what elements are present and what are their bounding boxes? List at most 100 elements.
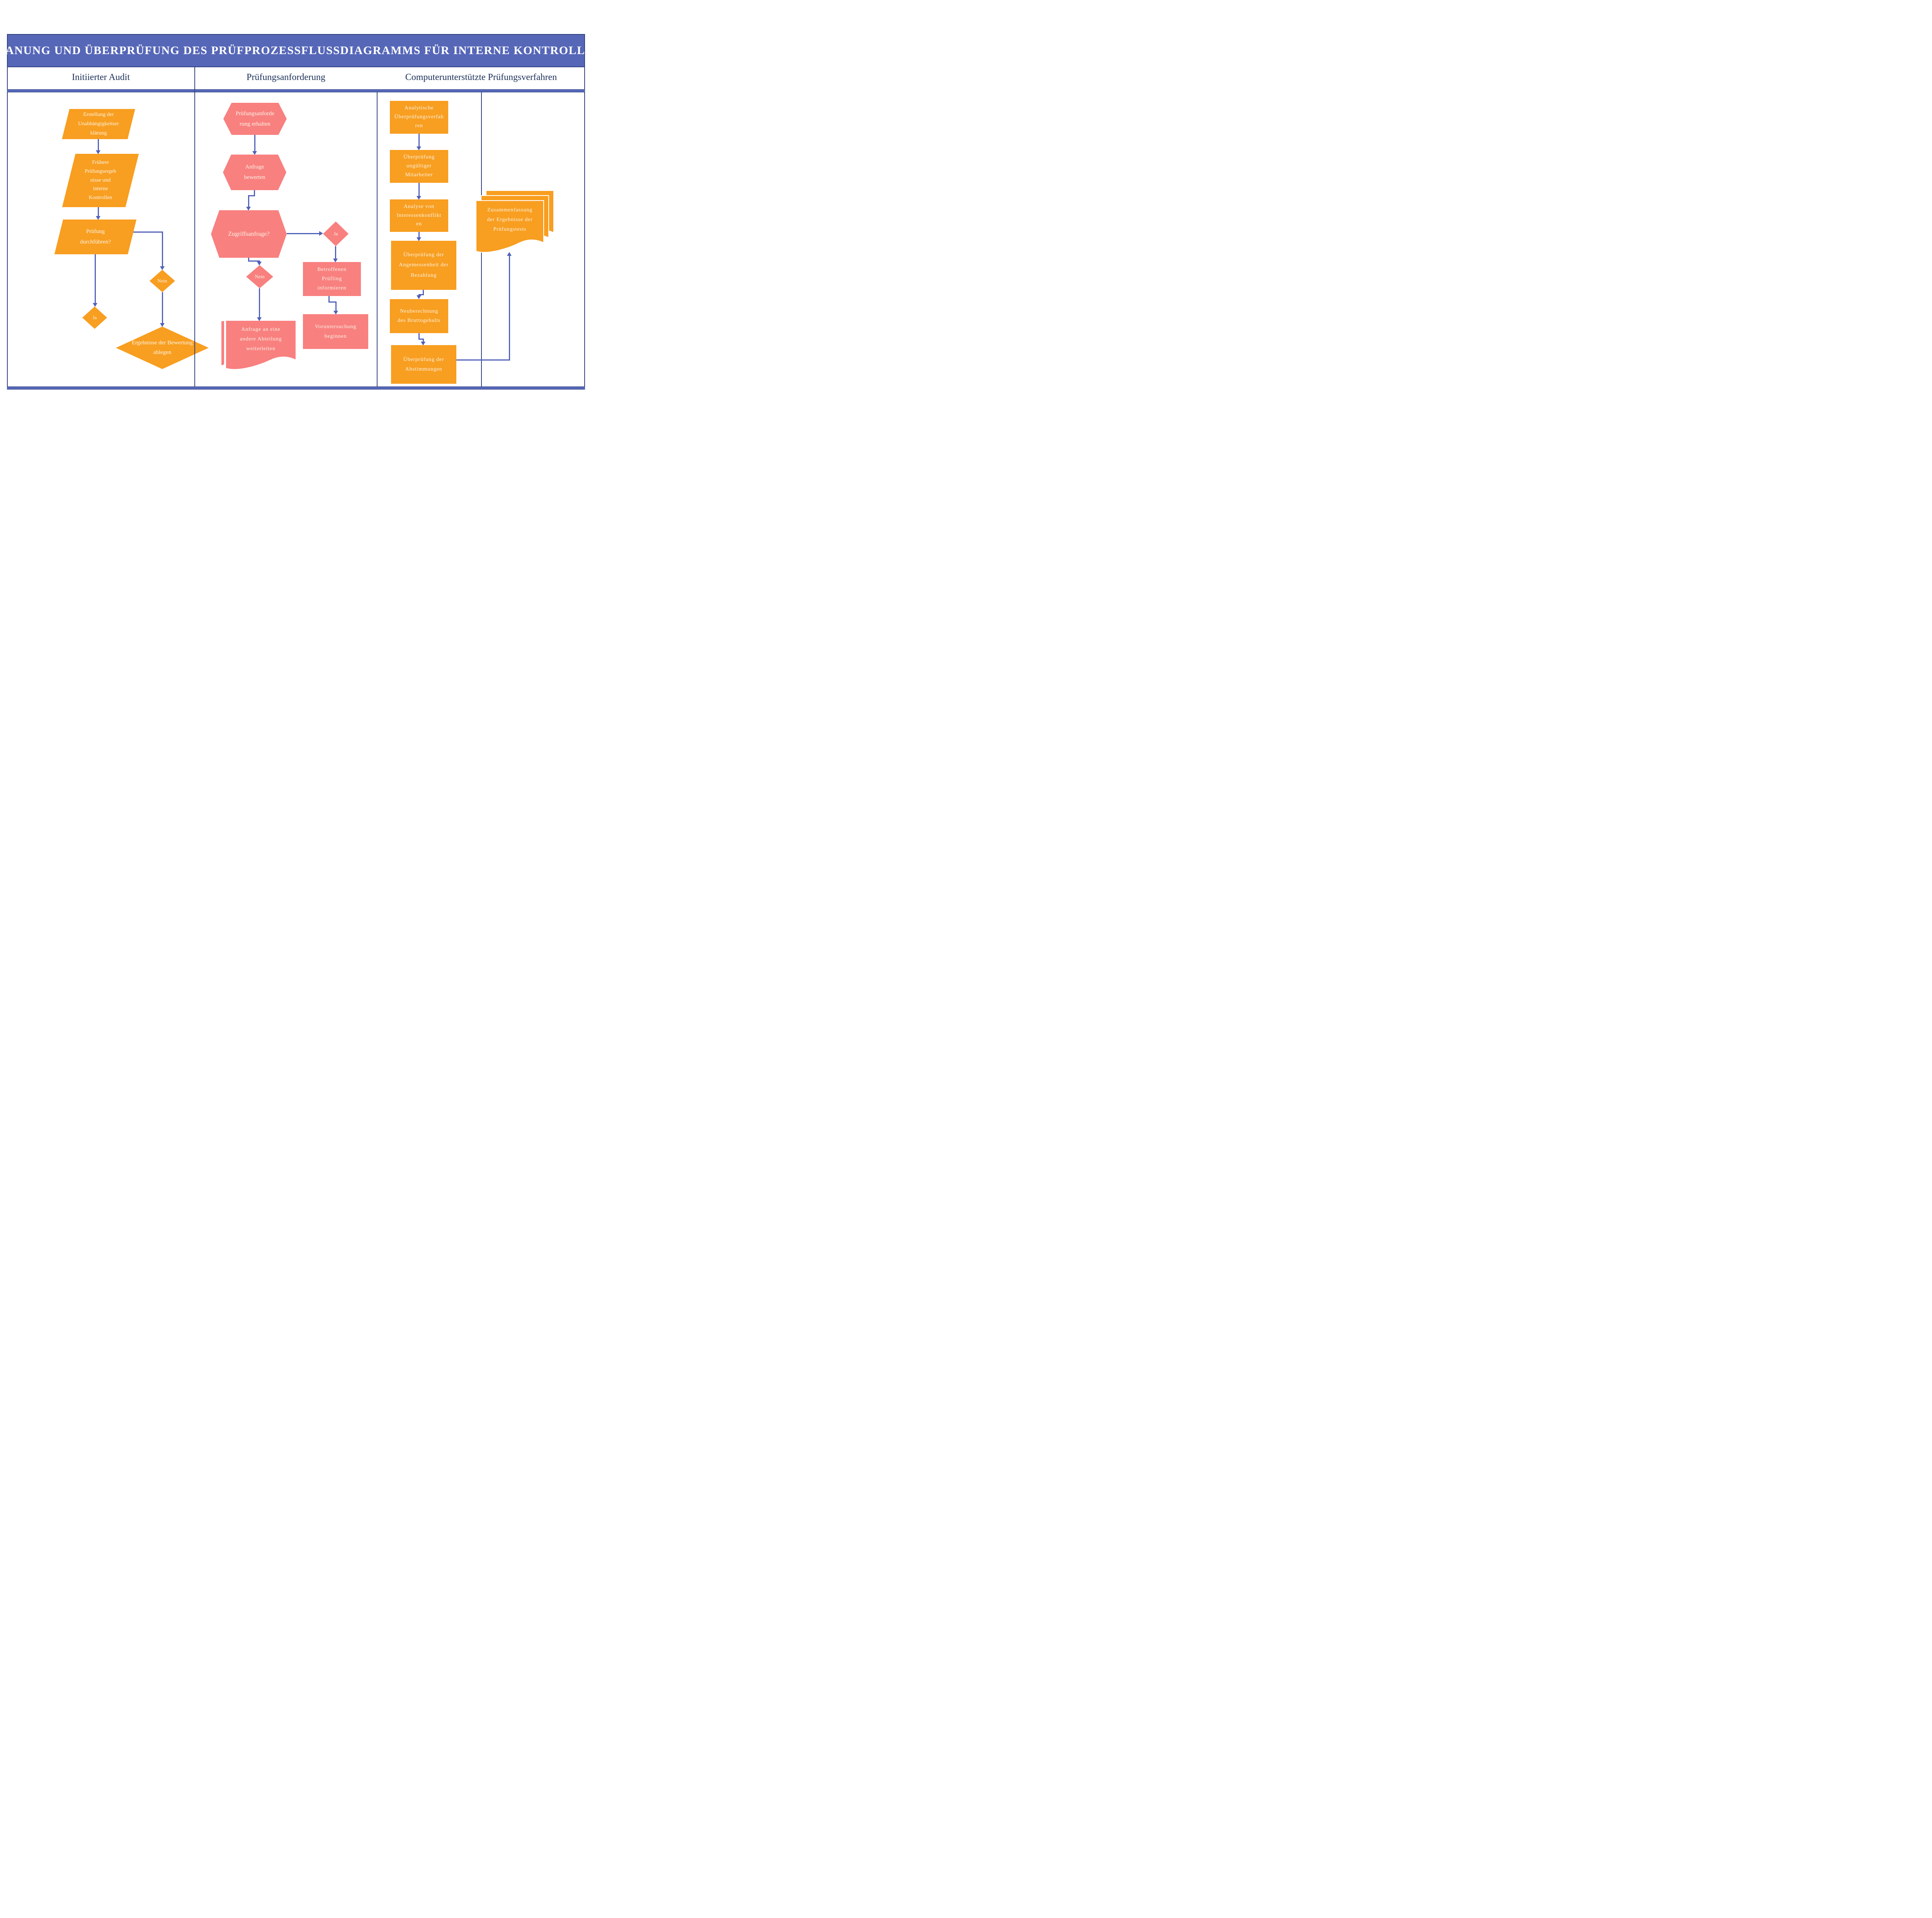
rectangle-shape	[303, 262, 361, 296]
node-label: Ergebnisse der Bewertung ablegen	[131, 339, 193, 356]
node-audit-ja: Ja	[82, 306, 107, 329]
arrow-line	[418, 232, 420, 237]
arrow-line	[335, 246, 336, 259]
node-label: Überprüfung der Abstimmungen	[403, 356, 444, 372]
arrow-line	[456, 359, 510, 361]
arrowhead-down	[417, 146, 421, 150]
arrowhead-down	[417, 237, 421, 241]
hexagon-shape	[223, 103, 287, 135]
node-previous-results: Frühere Prüfungsergeb nisse und interne …	[62, 154, 139, 207]
node-label: Nein	[157, 278, 167, 284]
arrowhead-down	[421, 342, 425, 345]
node-label: Betroffenen Prüfling informieren	[317, 267, 347, 291]
node-label: Voruntersuchung beginnen	[315, 323, 357, 339]
multi-document-shape	[476, 191, 554, 253]
arrow-line	[287, 233, 320, 234]
arrow-line	[254, 190, 255, 196]
arrow-line	[418, 339, 424, 340]
node-perform-audit: Prüfung durchführen?	[54, 220, 137, 254]
arrow-line	[418, 333, 420, 340]
arrow-line	[133, 231, 163, 233]
arrow-line	[254, 135, 255, 151]
arrowhead-down	[257, 317, 262, 321]
lane-header-row	[7, 67, 585, 89]
node-invalid-employees: Überprüfung ungültiger Mitarbeiter	[390, 150, 448, 183]
arrow-line	[423, 339, 424, 342]
hexagon-shape	[223, 155, 286, 190]
arrowhead-down	[160, 266, 165, 270]
node-label: Erstellung der Unabhängigkeitser klärung	[78, 112, 119, 136]
node-label: Überprüfung der Angemessenheit der Bezah…	[399, 252, 449, 278]
node-label: Prüfungsanforde rung erhalten	[236, 110, 274, 127]
arrow-line	[162, 292, 163, 323]
node-label: Zugriffsanfrage?	[228, 230, 270, 237]
arrowhead-down	[160, 323, 165, 327]
rectangle-shape	[391, 241, 456, 290]
arrowhead-down	[417, 295, 421, 299]
node-file-results: Ergebnisse der Bewertung ablegen	[116, 327, 209, 369]
arrow-line	[509, 256, 510, 361]
rectangle-shape	[390, 199, 448, 232]
arrow-line	[98, 139, 99, 150]
arrowhead-down	[257, 262, 262, 265]
rectangle-shape	[390, 299, 448, 333]
node-reconciliations: Überprüfung der Abstimmungen	[391, 345, 456, 384]
arrow-line	[259, 288, 260, 317]
arrowhead-down	[246, 207, 251, 211]
arrow-line	[418, 294, 424, 295]
arrow-line	[162, 231, 163, 266]
node-label: Nein	[255, 274, 265, 279]
rectangle-shape	[391, 345, 456, 384]
node-independence: Erstellung der Unabhängigkeitser klärung	[62, 109, 135, 139]
node-label: Überprüfung ungültiger Mitarbeiter	[403, 154, 435, 178]
node-label: Analytische Überprüfungsverfah ren	[394, 105, 444, 129]
node-label: Analyse von Interessenkonflikt en	[396, 203, 442, 227]
node-inform-auditee: Betroffenen Prüfling informieren	[303, 262, 361, 296]
node-label: Anfrage bewerten	[244, 164, 265, 180]
arrow-line	[328, 296, 330, 303]
arrowhead-down	[417, 196, 421, 200]
arrow-line	[423, 290, 424, 295]
node-label: Zusammenfassung der Ergebnisse der Prüfu…	[487, 207, 533, 233]
page-title: PLANUNG UND ÜBERPRÜFUNG DES PRÜFPROZESSF…	[0, 44, 597, 57]
rectangle-shape	[390, 101, 448, 134]
lane-header-pruefungsanforderung: Prüfungsanforderung	[247, 72, 325, 82]
arrow-line	[95, 254, 96, 303]
node-access-nein: Nein	[246, 265, 273, 288]
arrowhead-right	[319, 231, 323, 236]
node-label: Ja	[333, 231, 338, 237]
lane-header-initiierter-audit: Initiierter Audit	[72, 72, 130, 82]
node-gross-salary: Neuberechnung des Bruttogehalts	[390, 299, 448, 333]
node-label: Prüfung durchführen?	[80, 228, 111, 245]
rectangle-shape	[303, 314, 368, 349]
arrow-line	[248, 195, 255, 196]
arrow-line	[248, 195, 249, 207]
hexagon-shape	[211, 210, 287, 258]
rectangle-shape	[390, 150, 448, 183]
lane-header-computerunterstuetzte: Computerunterstützte Prüfungsverfahren	[405, 72, 557, 82]
arrow-line	[418, 134, 420, 146]
header-accent-band	[7, 89, 585, 92]
arrow-line	[328, 301, 337, 303]
arrow-line	[335, 301, 337, 311]
lane-divider-1-2	[194, 67, 195, 387]
arrow-line	[248, 260, 260, 262]
arrowhead-down	[93, 303, 97, 307]
arrow-line	[418, 183, 420, 196]
document-shape	[221, 321, 296, 369]
node-evaluate-request: Anfrage bewerten	[223, 155, 286, 190]
node-label: Frühere Prüfungsergeb nisse und interne …	[85, 160, 116, 201]
node-audit-nein: Nein	[150, 270, 175, 292]
node-access-request: Zugriffsanfrage?	[211, 210, 287, 258]
title-bar: PLANUNG UND ÜBERPRÜFUNG DES PRÜFPROZESSF…	[0, 34, 597, 67]
node-conflict-analysis: Analyse von Interessenkonflikt en	[390, 199, 448, 232]
node-access-ja: Ja	[323, 221, 349, 246]
node-summary: Zusammenfassung der Ergebnisse der Prüfu…	[476, 191, 554, 254]
node-analytical: Analytische Überprüfungsverfah ren	[390, 101, 448, 134]
arrowhead-down	[333, 259, 338, 262]
footer-accent-band	[7, 386, 585, 390]
node-start-pre-exam: Voruntersuchung beginnen	[303, 314, 368, 349]
node-forward-request: Anfrage an eine andere Abteilung weiterl…	[221, 321, 296, 370]
node-label: Anfrage an eine andere Abteilung weiterl…	[240, 327, 282, 352]
lane-divider-2-3	[377, 67, 378, 387]
